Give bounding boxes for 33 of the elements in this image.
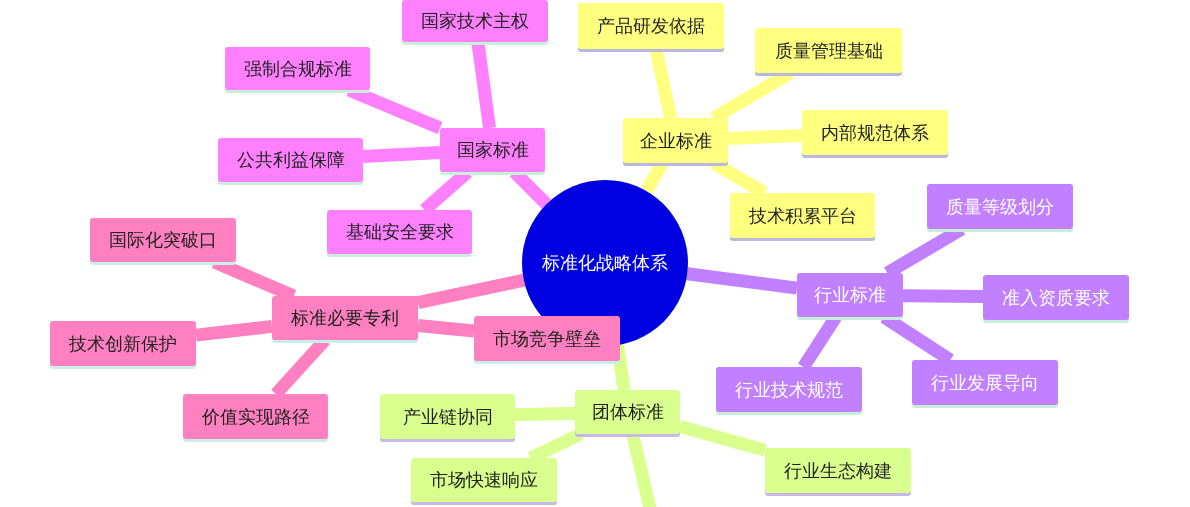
topic-box: 团体标准 — [575, 390, 680, 434]
topic-box: 行业标准 — [797, 273, 903, 317]
topic-box: 公共利益保障 — [218, 138, 363, 182]
topic-box: 国家技术主权 — [402, 0, 548, 42]
topic-box: 技术积累平台 — [730, 193, 875, 238]
topic-box: 企业标准 — [623, 118, 728, 163]
branch-line — [902, 289, 984, 304]
branch-line — [686, 267, 798, 295]
topic-box: 准入资质要求 — [983, 275, 1129, 320]
topic-box: 市场快速响应 — [411, 458, 557, 502]
branch-line — [417, 318, 475, 338]
topic-box: 技术创新保护 — [50, 321, 196, 366]
branch-line — [727, 128, 803, 145]
topic-box: 产品研发依据 — [578, 3, 724, 49]
topic-box: 内部规范体系 — [802, 110, 948, 155]
branch-line — [362, 146, 441, 163]
topic-box: 价值实现路径 — [183, 394, 328, 439]
topic-box: 强制合规标准 — [225, 47, 370, 90]
topic-box: 质量管理基础 — [755, 28, 902, 73]
topic-box: 国际化突破口 — [90, 218, 236, 262]
topic-box: 国家标准 — [440, 128, 545, 172]
topic-box: 行业发展导向 — [912, 360, 1058, 405]
branch-line — [416, 273, 526, 309]
topic-box: 标准必要专利 — [272, 296, 418, 340]
topic-box: 行业技术规范 — [716, 367, 862, 412]
topic-box: 质量等级划分 — [927, 184, 1073, 229]
topic-box: 行业生态构建 — [765, 448, 911, 493]
branch-line — [195, 319, 273, 342]
topic-box: 市场竞争壁垒 — [474, 316, 620, 361]
branch-line — [514, 406, 576, 422]
topic-box: 基础安全要求 — [327, 210, 472, 254]
branch-line — [678, 420, 767, 457]
topic-box: 产业链协同 — [380, 394, 515, 439]
